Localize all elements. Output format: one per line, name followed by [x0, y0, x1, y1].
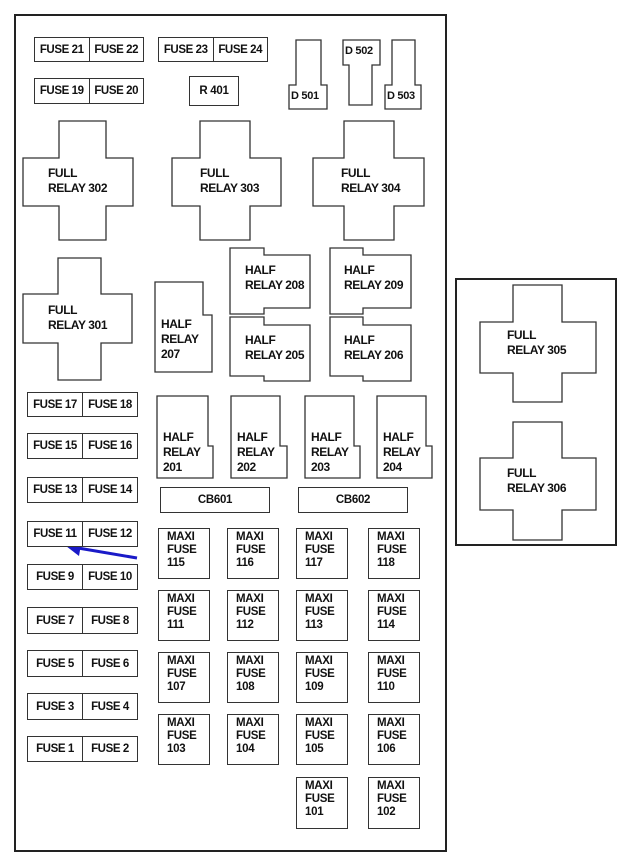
full-relay-303-outline	[171, 120, 282, 241]
fuse-11: FUSE 11	[33, 528, 77, 540]
fuse-pair-9-10: FUSE 9 FUSE 10	[27, 564, 138, 590]
fuse-pair-11-12: FUSE 11 FUSE 12	[27, 521, 138, 547]
fuse-pair-23-24: FUSE 23 FUSE 24	[158, 37, 268, 62]
fuse-20: FUSE 20	[88, 79, 144, 103]
half-relay-205-outline	[229, 316, 311, 382]
fuse-17: FUSE 17	[33, 398, 77, 411]
half-relay-204-outline	[376, 395, 433, 479]
fuse-22: FUSE 22	[88, 38, 144, 61]
fuse-7: FUSE 7	[36, 614, 74, 627]
half-relay-208-outline	[229, 247, 311, 315]
resistor-401: R 401	[189, 76, 239, 106]
half-relay-207-outline	[154, 281, 213, 373]
fuse-pair-5-6: FUSE 5 FUSE 6	[27, 650, 138, 677]
fuse-8: FUSE 8	[82, 608, 137, 633]
diode-502-label: D 502	[345, 45, 373, 57]
full-relay-304-outline	[312, 120, 425, 241]
half-relay-206-outline	[329, 316, 412, 382]
diode-503-label: D 503	[387, 90, 415, 102]
fuse-4: FUSE 4	[82, 694, 137, 719]
half-relay-202-outline	[230, 395, 288, 479]
fuse-1: FUSE 1	[36, 743, 74, 755]
fuse-pair-3-4: FUSE 3 FUSE 4	[27, 693, 138, 720]
full-relay-306-outline	[479, 421, 597, 541]
fuse-pair-7-8: FUSE 7 FUSE 8	[27, 607, 138, 634]
full-relay-302-outline	[22, 120, 134, 241]
full-relay-301-outline	[22, 257, 133, 381]
fuse-13: FUSE 13	[33, 484, 77, 496]
fuse-5: FUSE 5	[36, 657, 74, 670]
circuit-breaker-602: CB602	[298, 487, 408, 513]
fuse-6: FUSE 6	[82, 651, 137, 676]
fuse-12: FUSE 12	[82, 522, 137, 546]
fuse-pair-15-16: FUSE 15 FUSE 16	[27, 433, 138, 459]
half-relay-209-outline	[329, 247, 412, 315]
fuse-pair-1-2: FUSE 1 FUSE 2	[27, 736, 138, 762]
fuse-pair-17-18: FUSE 17 FUSE 18	[27, 392, 138, 417]
fuse-14: FUSE 14	[82, 478, 137, 502]
diode-501-label: D 501	[291, 90, 319, 102]
fuse-3: FUSE 3	[36, 700, 74, 713]
fuse-pair-13-14: FUSE 13 FUSE 14	[27, 477, 138, 503]
half-relay-201-outline	[156, 395, 214, 479]
fuse-16: FUSE 16	[82, 434, 137, 458]
fuse-pair-19-20: FUSE 19 FUSE 20	[34, 78, 144, 104]
fuse-23: FUSE 23	[163, 43, 208, 56]
fuse-10: FUSE 10	[82, 565, 137, 589]
fuse-24: FUSE 24	[212, 38, 268, 61]
half-relay-203-outline	[304, 395, 361, 479]
fuse-21: FUSE 21	[39, 43, 84, 56]
fuse-9: FUSE 9	[36, 571, 74, 583]
circuit-breaker-601: CB601	[160, 487, 270, 513]
diode-502-outline	[342, 39, 381, 106]
fuse-15: FUSE 15	[33, 440, 77, 452]
fuse-pair-21-22: FUSE 21 FUSE 22	[34, 37, 144, 62]
diode-503-outline	[384, 39, 422, 110]
fuse-18: FUSE 18	[82, 393, 137, 416]
diode-501-outline	[288, 39, 328, 110]
full-relay-305-outline	[479, 284, 597, 403]
fuse-19: FUSE 19	[39, 85, 84, 97]
fuse-2: FUSE 2	[82, 737, 137, 761]
